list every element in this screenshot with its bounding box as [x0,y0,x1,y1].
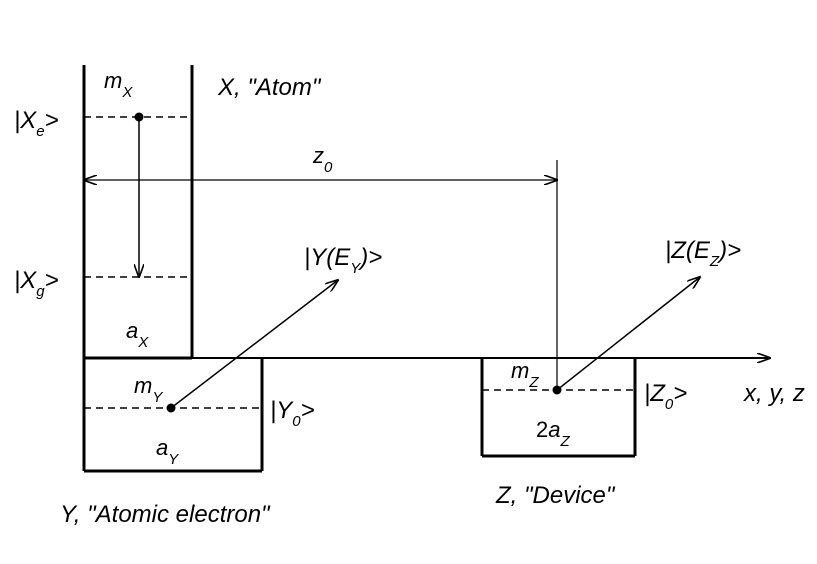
state-x-excited: |Xe> [14,107,59,140]
well-y [82,280,338,473]
mass-x-label: mX [104,68,133,101]
mass-z-label: mZ [511,358,539,391]
z-emission-arrow [556,277,700,391]
state-x-ground: |Xg> [14,267,59,300]
well-z [480,277,700,458]
state-z-free: |Z(EZ)> [665,237,741,270]
y-emission-arrow [170,280,338,409]
width-x-label: aX [126,318,149,351]
atom-title: X, "Atom" [217,74,322,101]
mass-y-label: mY [134,373,163,406]
electron-title: Y, "Atomic electron" [60,501,271,528]
state-z-ground: |Z0> [644,380,687,413]
state-y-free: |Y(EY)> [304,244,382,277]
z0-label: z0 [312,143,333,176]
well-x [82,65,194,360]
width-y-label: aY [156,435,179,468]
width-z-label: 2aZ [536,417,571,450]
device-title: Z, "Device" [495,482,616,509]
state-y-ground: |Y0> [270,397,315,430]
axis-label: x, y, z [743,380,805,407]
